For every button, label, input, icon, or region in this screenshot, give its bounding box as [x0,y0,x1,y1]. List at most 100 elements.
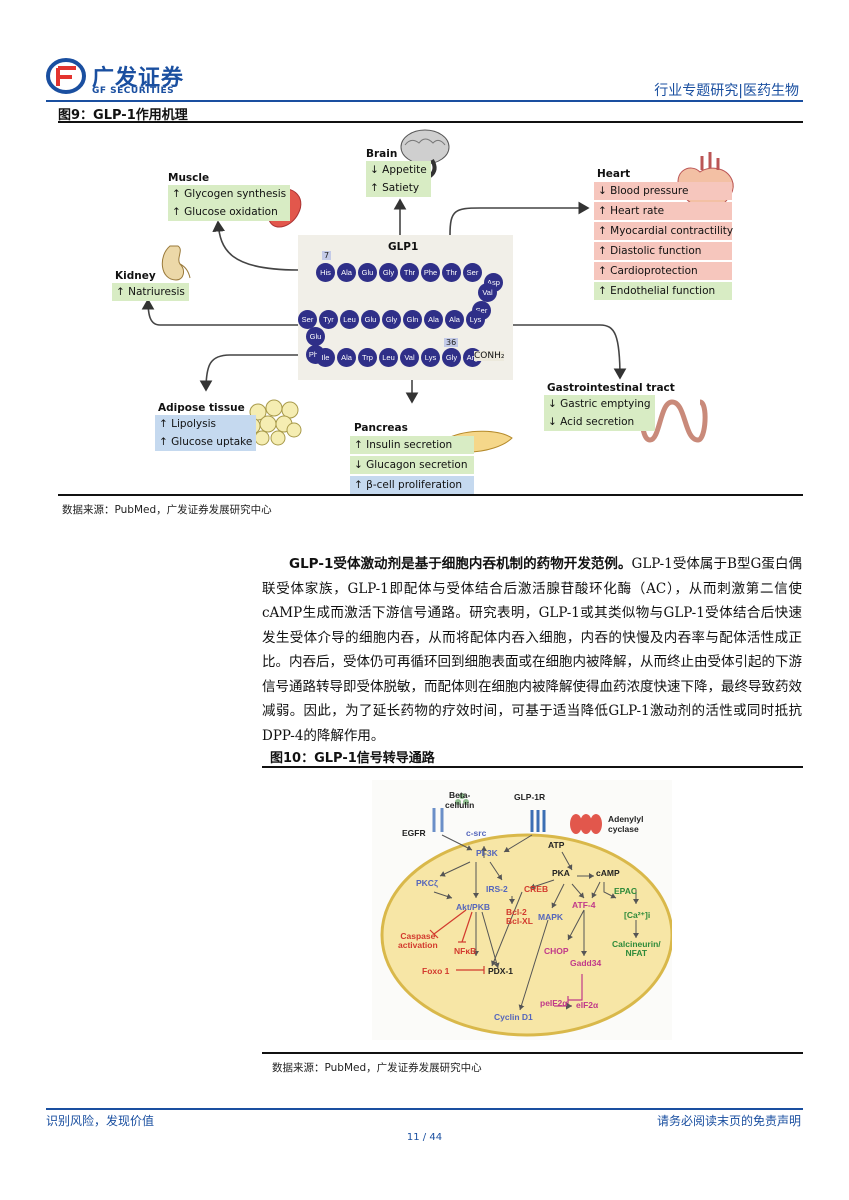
glp1-label: GLP1 [388,241,419,253]
gi-effect: ↓ Gastric emptying [544,395,655,413]
figure10-title: 图10：GLP-1信号转导通路 [270,751,435,766]
akt-pkb-label: Akt/PKB [456,902,491,912]
eif2a-label: eIF2α [576,1000,599,1010]
kidney-effect: ↑ Natriuresis [112,283,189,301]
csrc-label: c-src [466,828,487,838]
kidney-title: Kidney [115,270,156,282]
heart-effect: ↑ Heart rate [594,202,732,220]
calcineurin-label: Calcineurin/ NFAT [612,939,661,958]
pancreas-effects: ↑ Insulin secretion ↓ Glucagon secretion… [350,436,474,494]
brain-title: Brain [366,148,398,160]
paragraph-body: GLP-1受体属于B型G蛋白偶联受体家族，GLP-1即配体与受体结合后激活腺苷酸… [262,556,802,744]
signaling-diagram: Beta- cellulin GLP-1R Adenylyl cyclase E… [372,780,672,1040]
kidney-effects: ↑ Natriuresis [112,283,189,301]
figure9-source: 数据来源：PubMed，广发证券发展研究中心 [62,504,272,516]
muscle-effect: ↑ Glycogen synthesis [168,185,291,203]
amino-acid-ala: Ala [337,263,356,282]
figure10-top-rule [262,766,803,768]
muscle-effects: ↑ Glycogen synthesis ↑ Glucose oxidation [168,185,291,221]
amino-acid-glu: Glu [358,263,377,282]
heart-effect: ↑ Myocardial contractility [594,222,733,240]
footer-slogan: 识别风险，发现价值 [46,1114,155,1128]
amino-acid-ala: Ala [445,310,464,329]
amino-acid-val: Val [478,283,497,302]
caspase-label: Caspase activation [398,931,438,950]
amino-acid-glu: Glu [361,310,380,329]
creb-label: CREB [524,884,549,894]
egfr-label: EGFR [402,828,426,838]
cell-membrane [380,833,672,1037]
heart-effect: ↓ Blood pressure [594,182,732,200]
residue-number-36: 36 [444,338,459,347]
brain-effect: ↑ Satiety [366,179,431,197]
adipose-title: Adipose tissue [158,402,245,414]
atf4-label: ATF-4 [572,900,596,910]
figure9-title: 图9：GLP-1作用机理 [58,108,188,123]
kidney-icon [161,245,191,281]
camp-label: cAMP [596,868,620,878]
amino-acid-val: Val [400,348,419,367]
heart-title: Heart [597,168,631,180]
heart-effect: ↑ Endothelial function [594,282,732,300]
gi-effect: ↓ Acid secretion [544,413,655,431]
residue-number-7: 7 [322,251,332,260]
egfr-icon [432,808,444,832]
amino-acid-gln: Gln [403,310,422,329]
amino-acid-ser: Ser [463,263,482,282]
amino-acid-phe: Phe [421,263,440,282]
cyclind1-label: Cyclin D1 [494,1012,533,1022]
heart-effect: ↑ Cardioprotection [594,262,732,280]
amino-acid-leu: Leu [379,348,398,367]
amino-acid-trp: Trp [358,348,377,367]
adipose-effect: ↑ Glucose uptake [155,433,257,451]
heart-effect: ↑ Diastolic function [594,242,732,260]
logo-text-cn: 广发证券 [92,66,185,91]
amino-acid-glu: Glu [306,327,325,346]
pancreas-effect: ↑ β-cell proliferation [350,476,474,494]
amino-acid-lys: Lys [466,310,485,329]
amino-acid-gly: Gly [382,310,401,329]
amino-acid-ile: Ile [316,348,335,367]
amino-acid-gly: Gly [379,263,398,282]
bcl-label: Bcl-2 Bcl-XL [506,907,533,926]
body-paragraph: GLP-1受体激动剂是基于细胞内吞机制的药物开发范例。GLP-1受体属于B型G蛋… [262,552,802,748]
gi-title: Gastrointestinal tract [547,382,675,394]
adipose-effects: ↑ Lipolysis ↑ Glucose uptake [155,415,257,451]
foxo1-label: Foxo 1 [422,966,450,976]
report-section: 行业专题研究|医药生物 [654,83,799,99]
amino-acid-ala: Ala [424,310,443,329]
figure10-source: 数据来源：PubMed，广发证券发展研究中心 [272,1062,482,1074]
amino-acid-leu: Leu [340,310,359,329]
pdx1-label: PDX-1 [488,966,514,976]
pi3k-label: PI-3K [476,848,498,858]
adenylyl-cyclase-label: Adenylyl cyclase [608,814,644,834]
pka-label: PKA [552,868,570,878]
atp-label: ATP [548,840,565,850]
amino-acid-his: His [316,263,335,282]
calcium-label: [Ca²⁺]i [624,910,651,920]
logo-text-en: GF SECURITIES [92,86,175,96]
brain-effect: ↓ Appetite [366,161,431,179]
company-logo-icon [46,58,86,94]
glp1r-label: GLP-1R [514,792,546,802]
amino-acid-lys: Lys [421,348,440,367]
nfkb-label: NFκB [454,946,477,956]
footer-disclaimer: 请务必阅读末页的免责声明 [656,1114,801,1128]
amino-acid-gly: Gly [442,348,461,367]
pancreas-effect: ↑ Insulin secretion [350,436,474,454]
footer-divider [46,1108,803,1110]
figure9-top-rule [58,121,803,123]
mapk-label: MAPK [538,912,564,922]
adipose-effect: ↑ Lipolysis [155,415,257,433]
gadd34-label: Gadd34 [570,958,602,968]
gi-effects: ↓ Gastric emptying ↓ Acid secretion [544,395,655,431]
muscle-effect: ↑ Glucose oxidation [168,203,291,221]
betacellulin-label: Beta- cellulin [445,790,475,810]
pancreas-effect: ↓ Glucagon secretion [350,456,474,474]
page-number: 11 / 44 [406,1132,443,1143]
gi-tract-icon [640,399,708,443]
pkc-label: PKCζ [416,878,438,888]
muscle-title: Muscle [168,172,210,184]
amino-acid-thr: Thr [400,263,419,282]
